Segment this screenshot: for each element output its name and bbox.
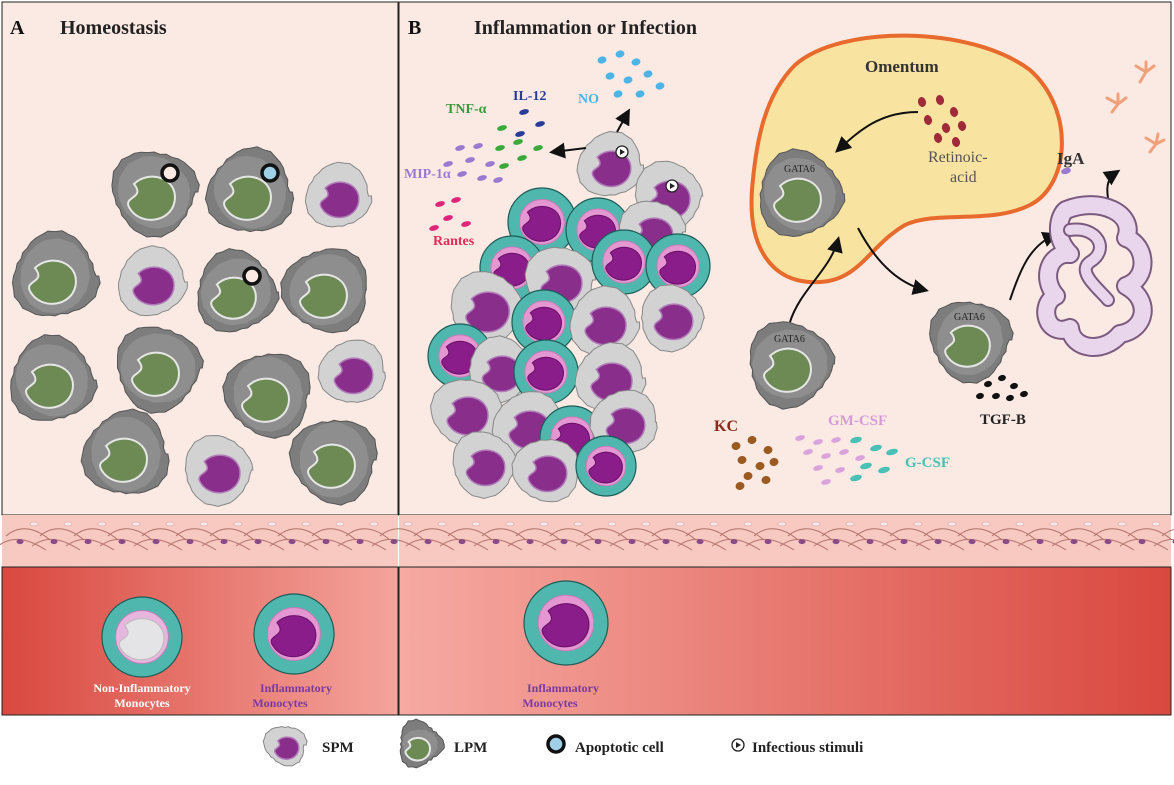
retinoic-acid-label-line2: acid [950,169,977,186]
lpm-nucleus [308,445,355,488]
inflammatory-monocyte-vessel-b [524,581,608,665]
legend-lpm-label: LPM [454,740,487,756]
label-no: NO [578,92,599,107]
label-il12: IL-12 [513,89,546,104]
legend-infectious-glyph [732,739,744,751]
lpm-nucleus [300,275,347,318]
monocyte-nucleus [526,307,562,340]
spm-nucleus [466,450,505,485]
gata6-label: GATA6 [784,164,815,175]
lpm-nucleus [26,365,73,408]
legend-infectious-label: Infectious stimuli [752,740,863,756]
label-inflammatory-b-line2: Monocytes [522,696,578,710]
lpm-nucleus [29,261,76,304]
label-kc: KC [714,418,738,435]
lpm-nucleus [774,179,821,222]
gata6-label: GATA6 [774,334,805,345]
monocyte-nucleus [271,616,316,657]
apoptotic-cell-marker-a2 [262,165,278,181]
infectious-stimulus-marker-b2 [666,180,678,192]
lpm-nucleus [242,379,289,422]
spm-nucleus [199,455,240,493]
non-inflammatory-monocyte [102,597,182,677]
monocyte-nucleus [660,251,696,284]
apoptotic-cell-marker-a3 [244,268,260,284]
spm-nucleus [320,182,359,217]
monocyte-nucleus [606,247,642,280]
label-non-inflammatory-line1: Non-Inflammatory [93,681,190,695]
monocyte-nucleus [523,206,561,241]
lpm-nucleus [764,349,811,392]
spm-nucleus [585,307,626,345]
spm-nucleus [133,267,174,305]
lpm-nucleus [100,439,147,482]
infectious-stimulus-marker-b1 [616,146,628,158]
label-mip1a: MIP-1α [404,167,451,182]
retinoic-acid-label-line1: Retinoic- [928,149,988,166]
gata6-label: GATA6 [954,312,985,323]
label-tnf-alpha: TNF-α [446,102,487,117]
label-g-csf: G-CSF [905,455,950,471]
lpm-nucleus [128,177,175,220]
label-iga: IgA [1057,149,1085,168]
label-inflammatory-b-line1: Inflammatory [527,681,599,695]
inflammatory-monocyte-b22 [576,436,636,496]
lpm-nucleus [945,326,990,367]
omentum-title: Omentum [865,57,939,76]
apoptotic-cell-marker-a1 [162,165,178,181]
label-rantes: Rantes [433,234,475,249]
legend-apoptotic-label: Apoptotic cell [575,740,664,756]
label-inflammatory-a-line1: Inflammatory [260,681,332,695]
panel-a-letter: A [10,17,25,39]
panel-b-title: Inflammation or Infection [474,17,697,39]
panel-b-blood-vessel [399,567,1171,715]
panel-a-title: Homeostasis [60,17,167,39]
inflammatory-monocyte-a [254,594,334,674]
spm-nucleus [447,397,488,435]
label-tgf-b: TGF-B [980,412,1026,428]
panel-b-letter: B [408,17,421,39]
label-inflammatory-a-line2: Monocytes [252,696,308,710]
spm-nucleus [275,737,299,759]
monocyte-nucleus [589,452,623,483]
legend-lpm-glyph [400,719,444,768]
label-non-inflammatory-line2: Monocytes [114,696,170,710]
lpm-nucleus [224,177,271,220]
spm-nucleus [528,456,567,491]
spm-nucleus [334,358,373,393]
monocyte-nucleus [528,357,564,390]
lpm-nucleus [405,738,430,761]
lpm-nucleus [132,353,179,396]
label-gm-csf: GM-CSF [828,413,887,429]
monocyte-nucleus [542,604,589,647]
legend-spm-label: SPM [322,740,354,756]
monocyte-nucleus [119,619,164,660]
legend-apoptotic-glyph [548,736,564,752]
legend-spm-glyph [263,727,307,766]
panel-a-blood-vessel [2,567,398,715]
spm-nucleus [654,304,693,339]
